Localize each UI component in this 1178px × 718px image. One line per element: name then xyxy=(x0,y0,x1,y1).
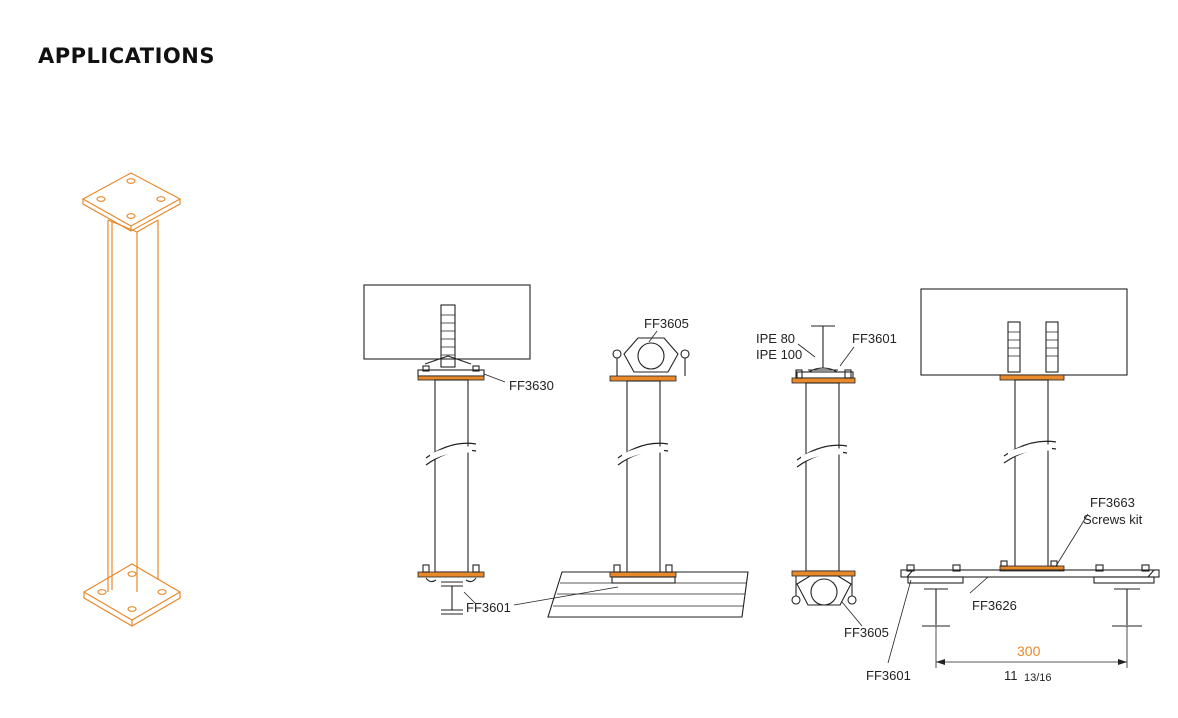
leader-ff3601 xyxy=(513,586,619,606)
ipe-beam-left xyxy=(922,588,950,627)
concrete-ceiling xyxy=(920,288,1128,376)
isometric-post xyxy=(81,172,182,627)
post-body xyxy=(626,380,661,573)
post-body xyxy=(805,382,840,572)
figure-ipe-beam xyxy=(791,325,863,627)
dimension-mm: 300 xyxy=(1017,643,1041,659)
dimension-inch-fraction: 13/16 xyxy=(1024,672,1052,684)
anchor-bolt xyxy=(440,304,456,368)
figure-ceiling-mount xyxy=(363,284,531,615)
pipe xyxy=(637,342,665,370)
label-ff3630: FF3630 xyxy=(509,378,554,393)
label-ff3626: FF3626 xyxy=(972,598,1017,613)
ff3605-clamp-bottom xyxy=(796,575,852,606)
post-body xyxy=(434,379,469,573)
label-ff3601-top: FF3601 xyxy=(852,331,897,346)
concrete-ceiling xyxy=(363,284,531,360)
label-ff3605-bottom: FF3605 xyxy=(844,625,889,640)
page-title: APPLICATIONS xyxy=(38,44,215,68)
figure-pipe-clamp xyxy=(547,330,749,618)
beam-profile-ipe xyxy=(441,581,463,615)
label-ipe80: IPE 80 xyxy=(756,331,795,346)
ipe-beam-profile xyxy=(808,325,838,371)
floor-beam xyxy=(547,571,749,618)
label-ff3601-a: FF3601 xyxy=(466,600,511,615)
label-ff3601-b: FF3601 xyxy=(866,668,911,683)
label-screws-kit: Screws kit xyxy=(1083,512,1143,527)
post-body xyxy=(1014,379,1049,568)
ipe-beam-right xyxy=(1112,588,1142,627)
dimension-inch-whole: 11 xyxy=(1004,668,1018,683)
label-ff3605-top: FF3605 xyxy=(644,316,689,331)
ff3605-clamp xyxy=(623,337,679,373)
figure-base-frame xyxy=(887,288,1160,668)
callout-labels: FF3630 FF3605 IPE 80 IPE 100 FF3601 FF36… xyxy=(466,316,1143,684)
ff3626-frame xyxy=(900,569,1160,578)
frame-bolts xyxy=(906,564,1150,572)
label-ipe100: IPE 100 xyxy=(756,347,802,362)
label-ff3663: FF3663 xyxy=(1090,495,1135,510)
